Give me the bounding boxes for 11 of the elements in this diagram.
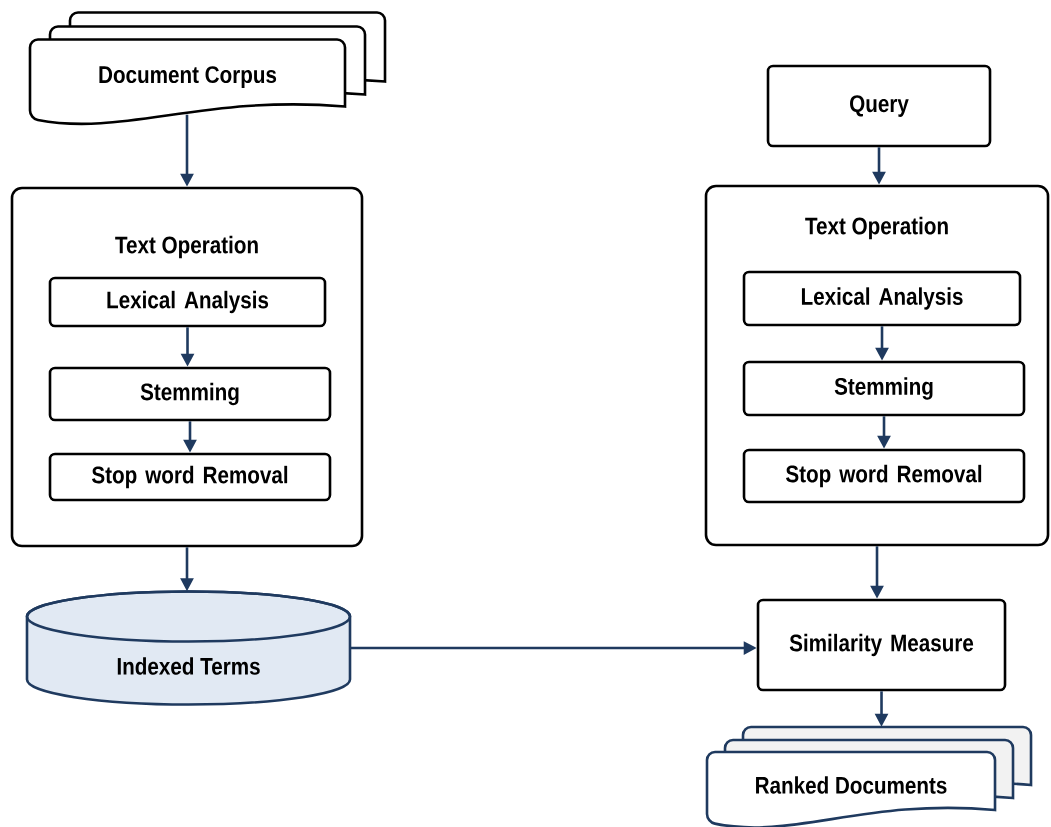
document-stack: Ranked Documents <box>705 725 1033 827</box>
process-box: Lexical Analysis <box>742 270 1022 327</box>
document-stack: Document Corpus <box>28 11 387 126</box>
process-box: Similarity Measure <box>756 598 1007 692</box>
process-box: Stemming <box>48 366 332 422</box>
process-box: Stop word Removal <box>742 448 1026 504</box>
process-box: Stemming <box>742 360 1026 417</box>
database-cylinder: Indexed Terms <box>25 590 352 706</box>
process-box: Stop word Removal <box>48 452 332 502</box>
process-box: Lexical Analysis <box>48 276 327 328</box>
process-box: Query <box>766 64 992 148</box>
